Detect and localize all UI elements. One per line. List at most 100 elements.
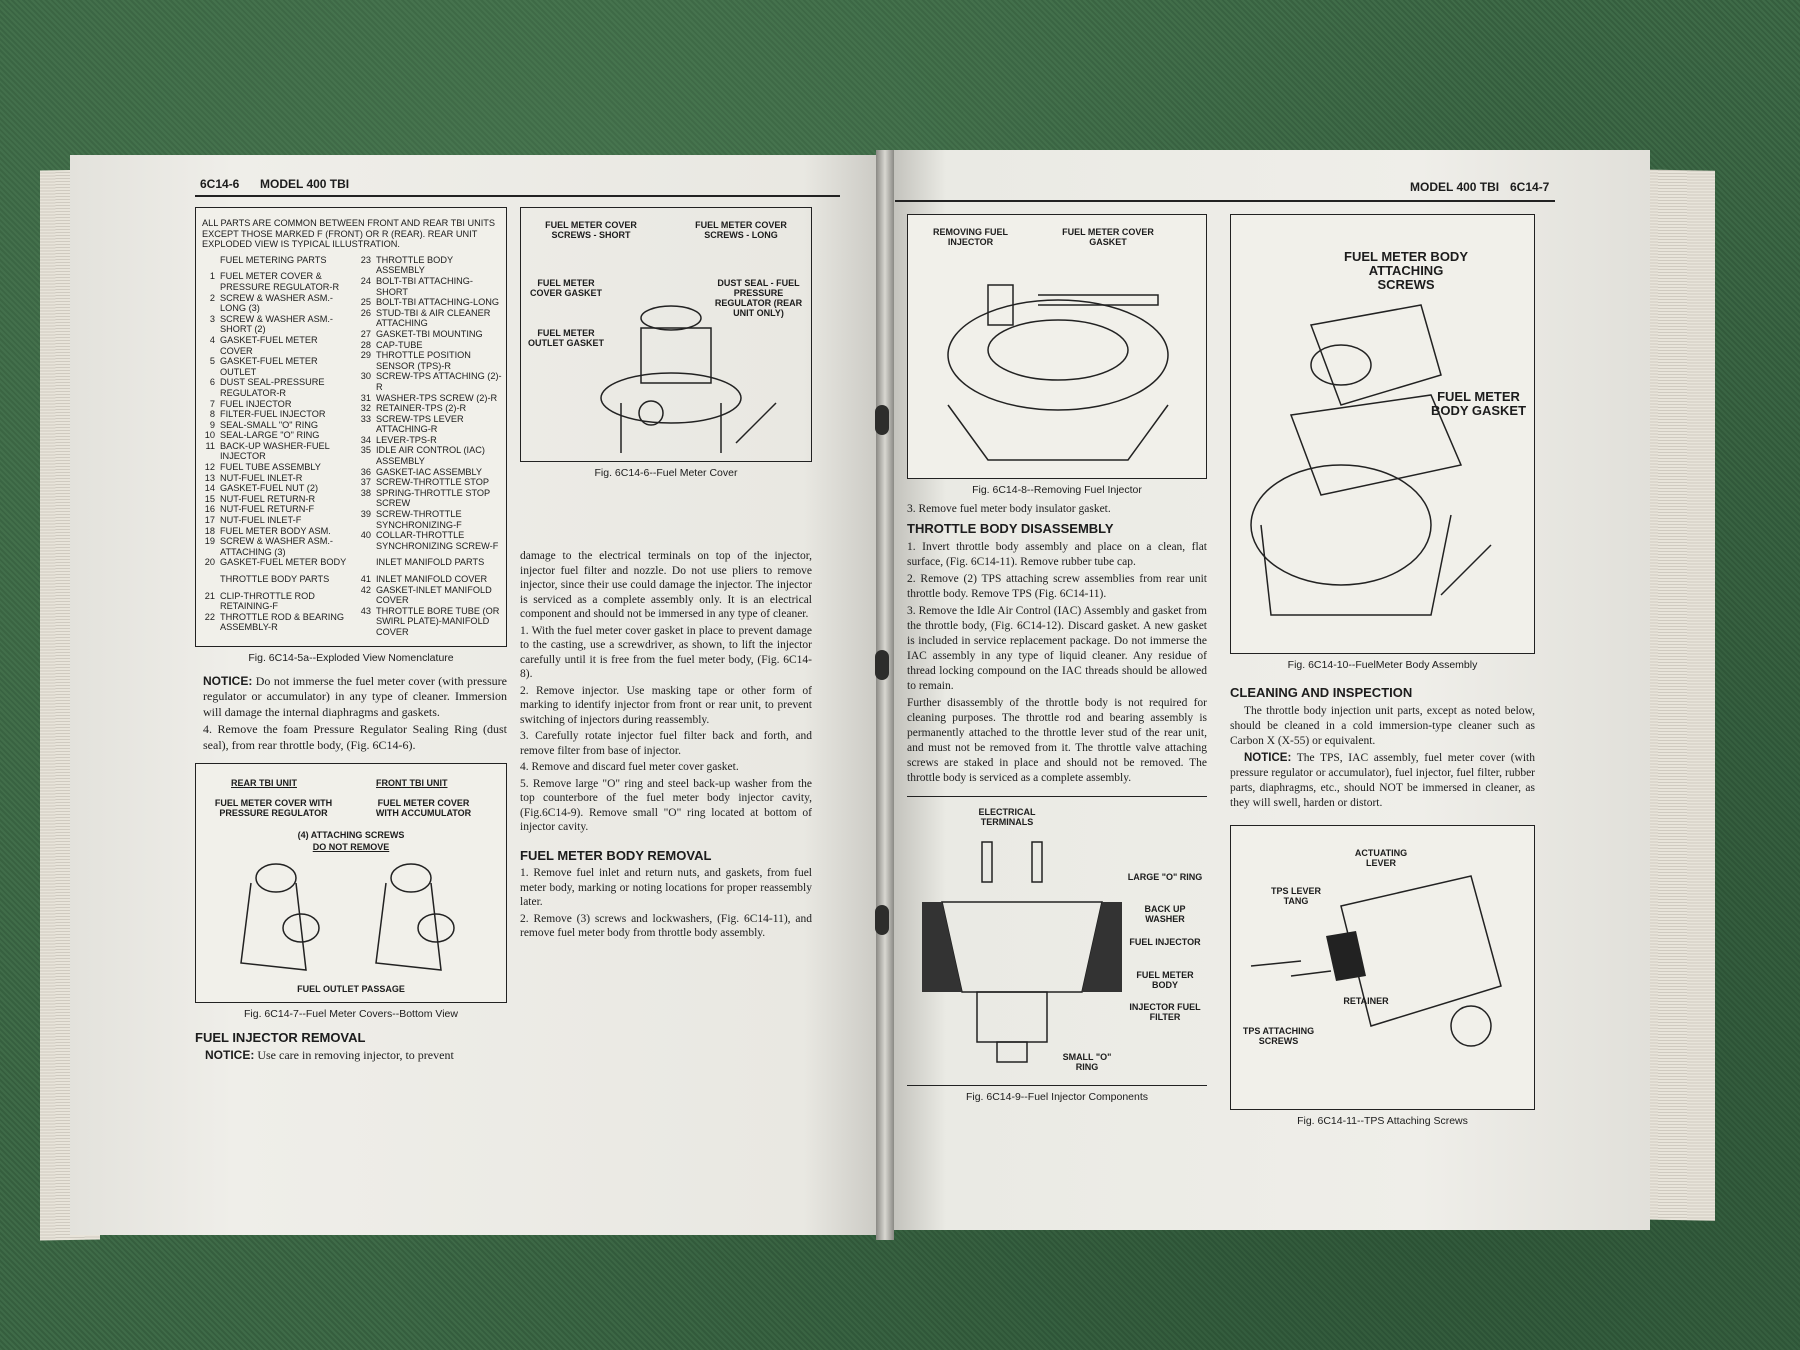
part-number: 28: [360, 339, 371, 350]
fig9-label-fuel-meter-body: FUEL METER BODY: [1136, 970, 1194, 990]
cleaning-paragraph: The throttle body injection unit parts, …: [1230, 705, 1535, 747]
fig9-label-terminals: ELECTRICAL TERMINALS: [978, 807, 1036, 827]
fig9-label-small-o-ring: SMALL "O" RING: [1062, 1052, 1112, 1072]
part-number: 13: [204, 472, 215, 483]
part-name: SCREW-THROTTLE STOP: [376, 477, 489, 488]
fig-11-illustration: ACTUATING LEVER TPS LEVER TANG RETAINER …: [1230, 825, 1535, 1110]
part-name: NUT-FUEL INLET-F: [220, 515, 302, 526]
part-item: 28 CAP-TUBE: [358, 340, 502, 351]
part-number: 37: [360, 477, 371, 488]
part-number: 29: [360, 350, 371, 361]
tps-drawing: [1250, 875, 1502, 1047]
part-number: 33: [360, 413, 371, 424]
part-item: 40 COLLAR-THROTTLE SYNCHRONIZING SCREW-F: [358, 530, 502, 551]
attaching-screws-label: (4) ATTACHING SCREWS: [297, 830, 405, 841]
fig6-label-cover-gasket: FUEL METER COVER GASKET: [529, 278, 602, 298]
front-tbi-title: FRONT TBI UNIT: [376, 778, 448, 789]
part-name: FILTER-FUEL INJECTOR: [220, 409, 326, 420]
part-number: 14: [204, 483, 215, 494]
further-disassembly-text: Further disassembly of the throttle body…: [907, 697, 1207, 784]
book-gutter: [876, 150, 894, 1240]
fig6-label-dust-seal: DUST SEAL - FUEL PRESSURE REGULATOR (REA…: [714, 278, 803, 318]
throttle-body-heading: THROTTLE BODY PARTS: [220, 574, 330, 584]
part-name: CLIP-THROTTLE ROD RETAINING-F: [220, 590, 315, 612]
part-name: COLLAR-THROTTLE SYNCHRONIZING SCREW-F: [376, 530, 499, 551]
fig-9-caption: Fig. 6C14-9--Fuel Injector Components: [965, 1091, 1149, 1103]
fig9-label-large-o-ring: LARGE "O" RING: [1127, 872, 1203, 882]
injector-step-3: 3. Carefully rotate injector fuel filter…: [520, 730, 812, 757]
notice-label: NOTICE:: [205, 1048, 255, 1063]
notice-text: Use care in removing injector, to preven…: [257, 1048, 454, 1063]
disassembly-step-3: 3. Remove the Idle Air Control (IAC) Ass…: [907, 605, 1207, 692]
fig9-label-filter: INJECTOR FUEL FILTER: [1129, 1002, 1201, 1022]
right-page-number: 6C14-7: [1510, 180, 1550, 194]
throttle-body-disassembly-heading: THROTTLE BODY DISASSEMBLY: [907, 521, 1114, 536]
right-header-rule: [895, 200, 1555, 202]
fig10-label-screws: FUEL METER BODY ATTACHING SCREWS: [1344, 249, 1468, 292]
notice-label: NOTICE:: [203, 673, 253, 688]
part-number: 27: [360, 328, 371, 339]
part-number: 5: [209, 356, 215, 367]
left-page-column-1: ALL PARTS ARE COMMON BETWEEN FRONT AND R…: [195, 207, 507, 1064]
part-number: 23: [360, 254, 371, 265]
part-item: 5 GASKET-FUEL METER OUTLET: [202, 356, 352, 377]
header-rule: [195, 195, 840, 197]
fig-7-caption: Fig. 6C14-7--Fuel Meter Covers--Bottom V…: [244, 1008, 458, 1021]
disassembly-step-1: 1. Invert throttle body assembly and pla…: [907, 541, 1207, 568]
part-name: FUEL TUBE ASSEMBLY: [220, 462, 321, 473]
fig-10-caption: Fig. 6C14-10--FuelMeter Body Assembly: [1287, 659, 1478, 671]
part-name: GASKET-INLET MANIFOLD COVER: [376, 584, 492, 606]
part-number: 31: [360, 392, 371, 403]
part-name: BOLT-TBI ATTACHING-SHORT: [376, 275, 473, 297]
throttle-body-exploded-drawing: [600, 305, 777, 453]
part-name: THROTTLE BORE TUBE (OR SWIRL PLATE)-MANI…: [376, 605, 500, 637]
rear-tbi-title: REAR TBI UNIT: [231, 778, 297, 789]
nomenclature-intro: ALL PARTS ARE COMMON BETWEEN FRONT AND R…: [202, 218, 496, 250]
body-step-1: 1. Remove fuel inlet and return nuts, an…: [520, 867, 812, 908]
injector-step-5: 5. Remove large "O" ring and steel back-…: [520, 777, 812, 834]
part-number: 16: [204, 504, 215, 515]
part-number: 20: [204, 557, 215, 568]
right-column-text: 3. Remove fuel meter body insulator gask…: [907, 502, 1207, 788]
part-name: GASKET-FUEL METER OUTLET: [220, 356, 318, 377]
left-page: 6C14-6 MODEL 400 TBI ALL PARTS ARE COMMO…: [70, 155, 885, 1235]
fuel-injector-removal-heading: FUEL INJECTOR REMOVAL: [195, 1030, 366, 1046]
part-number: 25: [360, 297, 371, 308]
fuel-meter-covers-drawing: [240, 863, 455, 971]
part-number: 39: [360, 509, 371, 520]
part-name: DUST SEAL-PRESSURE REGULATOR-R: [220, 377, 325, 398]
part-name: SEAL-LARGE "O" RING: [220, 430, 320, 441]
part-number: 30: [360, 371, 371, 382]
fig11-label-actuating-lever: ACTUATING LEVER: [1354, 848, 1408, 868]
fig9-label-backup-washer: BACK UP WASHER: [1144, 904, 1186, 924]
left-right-column-text: damage to the electrical terminals on to…: [520, 549, 812, 943]
part-name: FUEL METER BODY ASM.: [220, 525, 331, 536]
notice-text: The TPS, IAC assembly, fuel meter cover …: [1230, 752, 1536, 809]
part-number: 17: [204, 515, 215, 526]
fuel-meter-body-removal-heading: FUEL METER BODY REMOVAL: [520, 847, 712, 863]
fig6-label-outlet-gasket: FUEL METER OUTLET GASKET: [528, 328, 604, 348]
step-4-dust-seal: 4. Remove the foam Pressure Regulator Se…: [203, 722, 507, 752]
part-number: 40: [360, 530, 371, 541]
body-step-2: 2. Remove (3) screws and lockwashers, (F…: [520, 912, 812, 940]
part-item: 37 SCREW-THROTTLE STOP: [358, 477, 502, 488]
part-number: 10: [204, 430, 215, 441]
cleaning-inspection-heading: CLEANING AND INSPECTION: [1230, 685, 1413, 700]
part-name: CAP-TUBE: [376, 339, 423, 350]
